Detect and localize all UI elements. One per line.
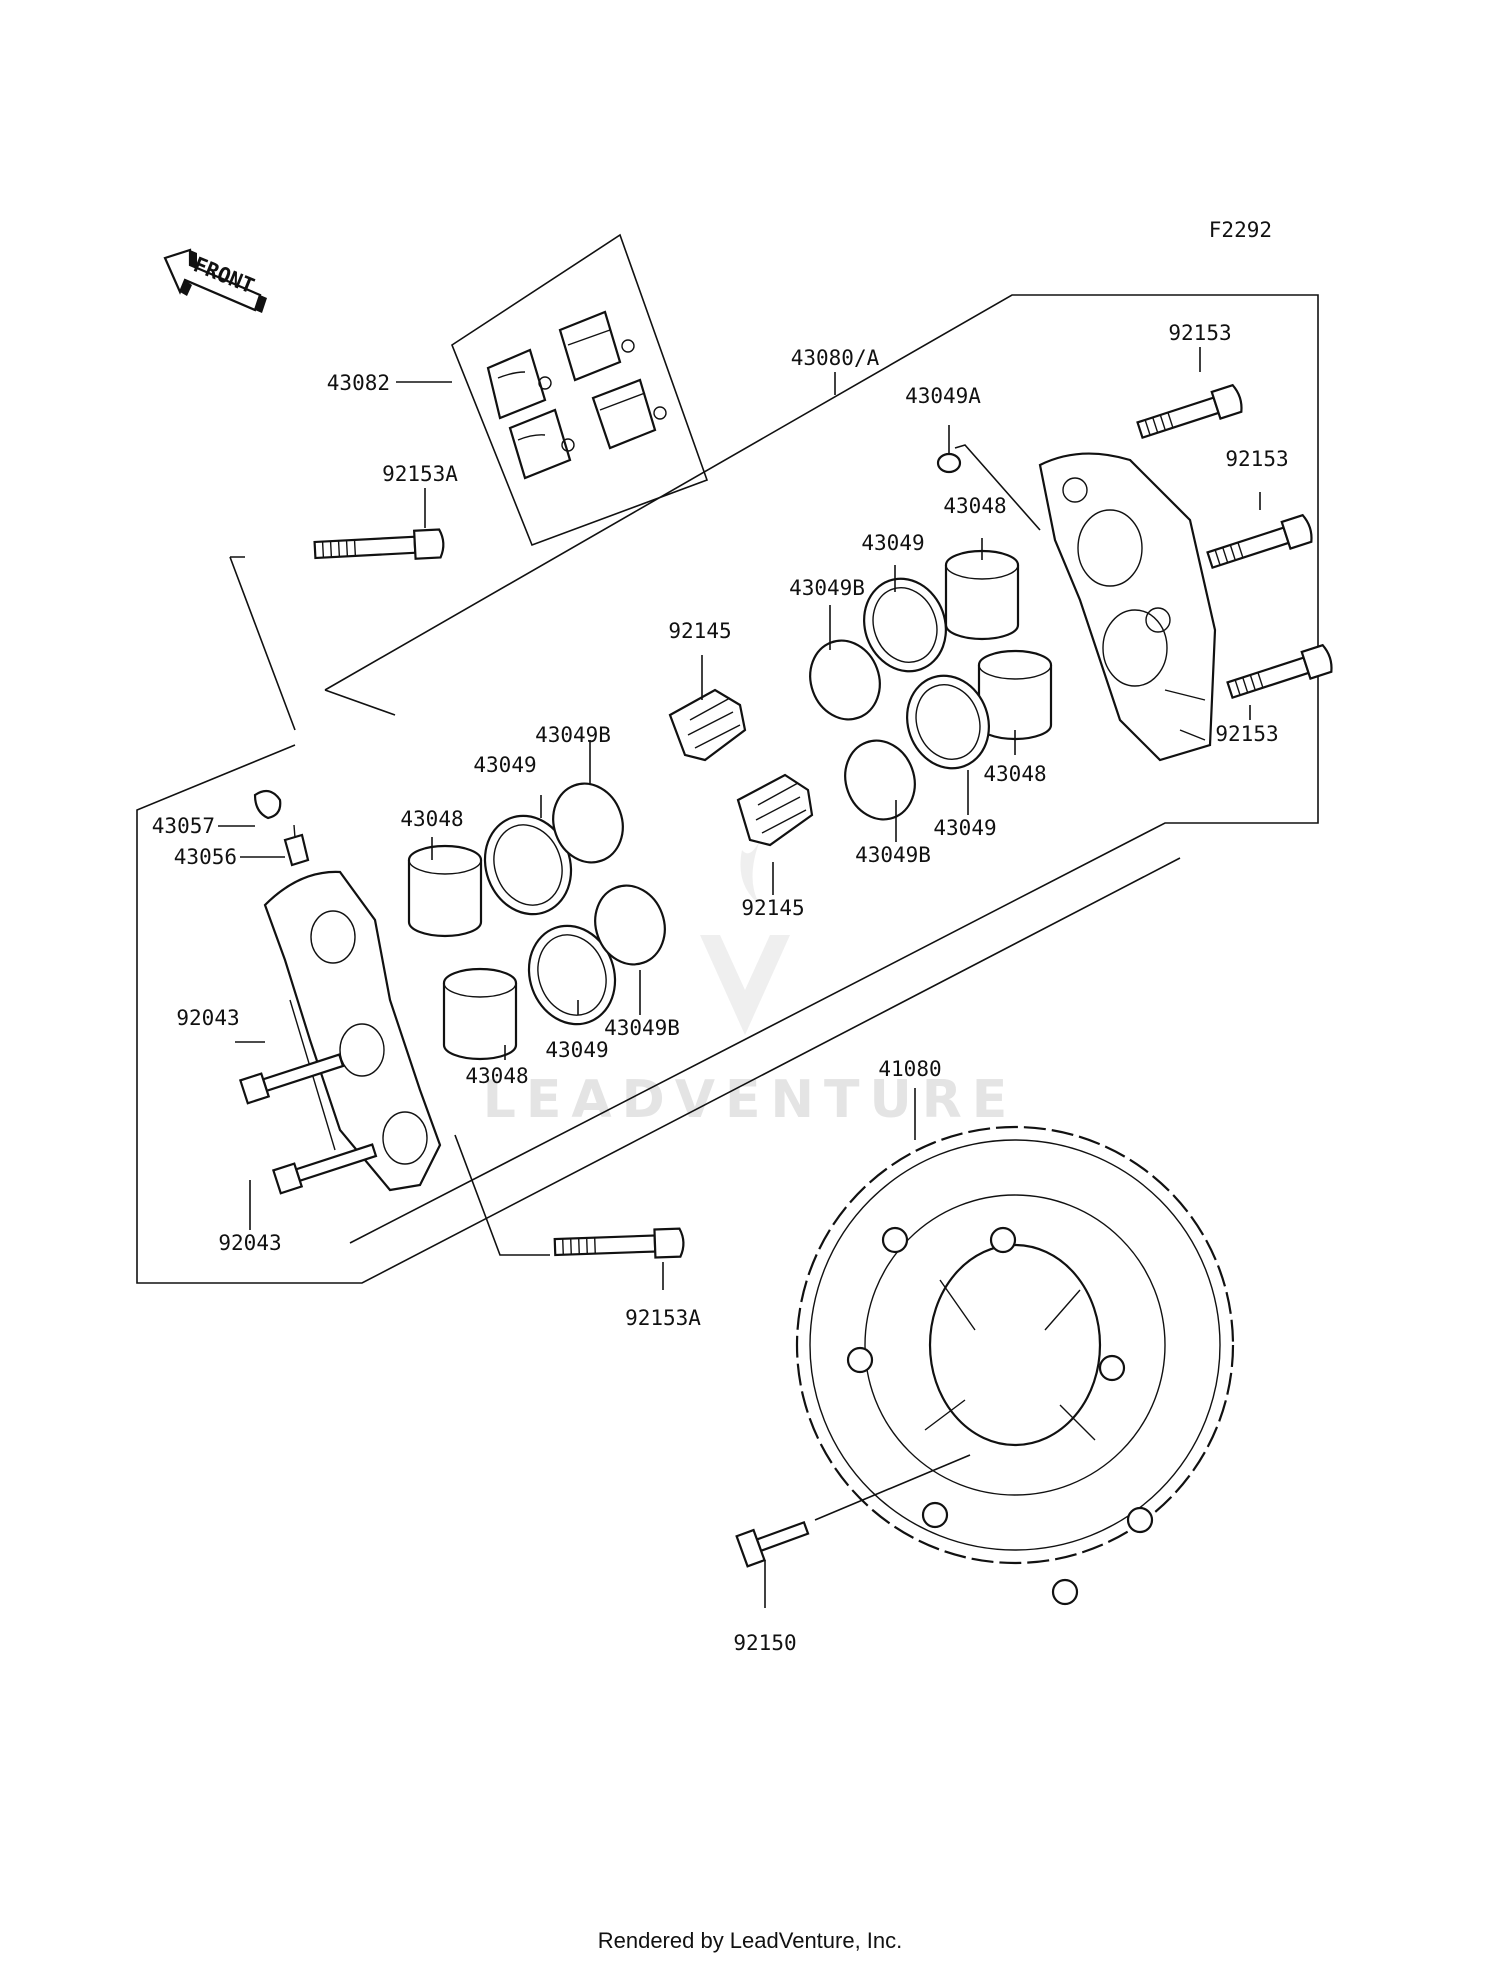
callout-43049b-l1: 43049B <box>535 723 611 747</box>
caliper-bushing <box>936 452 962 474</box>
callout-43057: 43057 <box>152 814 215 838</box>
callout-43049b-l2: 43049B <box>604 1016 680 1040</box>
bleeder-cap <box>253 789 282 820</box>
callout-43082: 43082 <box>327 371 390 395</box>
callout-92150: 92150 <box>733 1631 796 1655</box>
callout-92043-low: 92043 <box>218 1231 281 1255</box>
callout-92153a-top: 92153A <box>382 462 458 486</box>
callout-92153-low: 92153 <box>1215 722 1278 746</box>
bolts <box>238 383 1333 1568</box>
callout-92145-r: 92145 <box>668 619 731 643</box>
callout-92153-mid: 92153 <box>1225 447 1288 471</box>
callout-92153a-low: 92153A <box>625 1306 701 1330</box>
callout-labels: 43082 43080/A 92153 43049A 92153 92153A … <box>152 321 1289 1655</box>
pad-springs <box>668 688 814 847</box>
callout-43049b-r1: 43049B <box>789 576 865 600</box>
callout-43080-a: 43080/A <box>791 346 880 370</box>
brake-pads <box>486 310 667 480</box>
callout-41080: 41080 <box>878 1057 941 1081</box>
callout-43049-l2: 43049 <box>545 1038 608 1062</box>
pad-frame <box>451 233 709 547</box>
callout-43048-r1: 43048 <box>943 494 1006 518</box>
callout-43049-r1: 43049 <box>861 531 924 555</box>
left-caliper <box>263 870 442 1192</box>
assembly-frames <box>136 233 1319 1284</box>
piston-seals <box>483 577 990 1026</box>
leader-lines <box>218 347 1261 1608</box>
diagram-code: F2292 <box>1209 218 1272 242</box>
brake-disc <box>795 1125 1235 1606</box>
callout-92043-top: 92043 <box>176 1006 239 1030</box>
callout-92145-l: 92145 <box>741 896 804 920</box>
callout-92153-top: 92153 <box>1168 321 1231 345</box>
callout-43048-l2: 43048 <box>465 1064 528 1088</box>
left-caliper-frame <box>136 744 1181 1284</box>
callout-43049-r2: 43049 <box>933 816 996 840</box>
callout-43048-r2: 43048 <box>983 762 1046 786</box>
callout-43049a: 43049A <box>905 384 981 408</box>
right-caliper <box>1038 452 1217 762</box>
callout-43049b-r2: 43049B <box>855 843 931 867</box>
right-caliper-frame <box>324 294 1319 1244</box>
front-arrow-icon <box>163 248 267 313</box>
callout-43048-l1: 43048 <box>400 807 463 831</box>
pistons <box>407 549 1053 1061</box>
callout-43049-l1: 43049 <box>473 753 536 777</box>
callout-43056: 43056 <box>174 845 237 869</box>
footer-credit: Rendered by LeadVenture, Inc. <box>598 1928 903 1953</box>
bleeder-valve <box>283 824 310 867</box>
watermark-text: LEADVENTURE <box>483 1070 1018 1130</box>
watermark-logo <box>700 840 790 1035</box>
